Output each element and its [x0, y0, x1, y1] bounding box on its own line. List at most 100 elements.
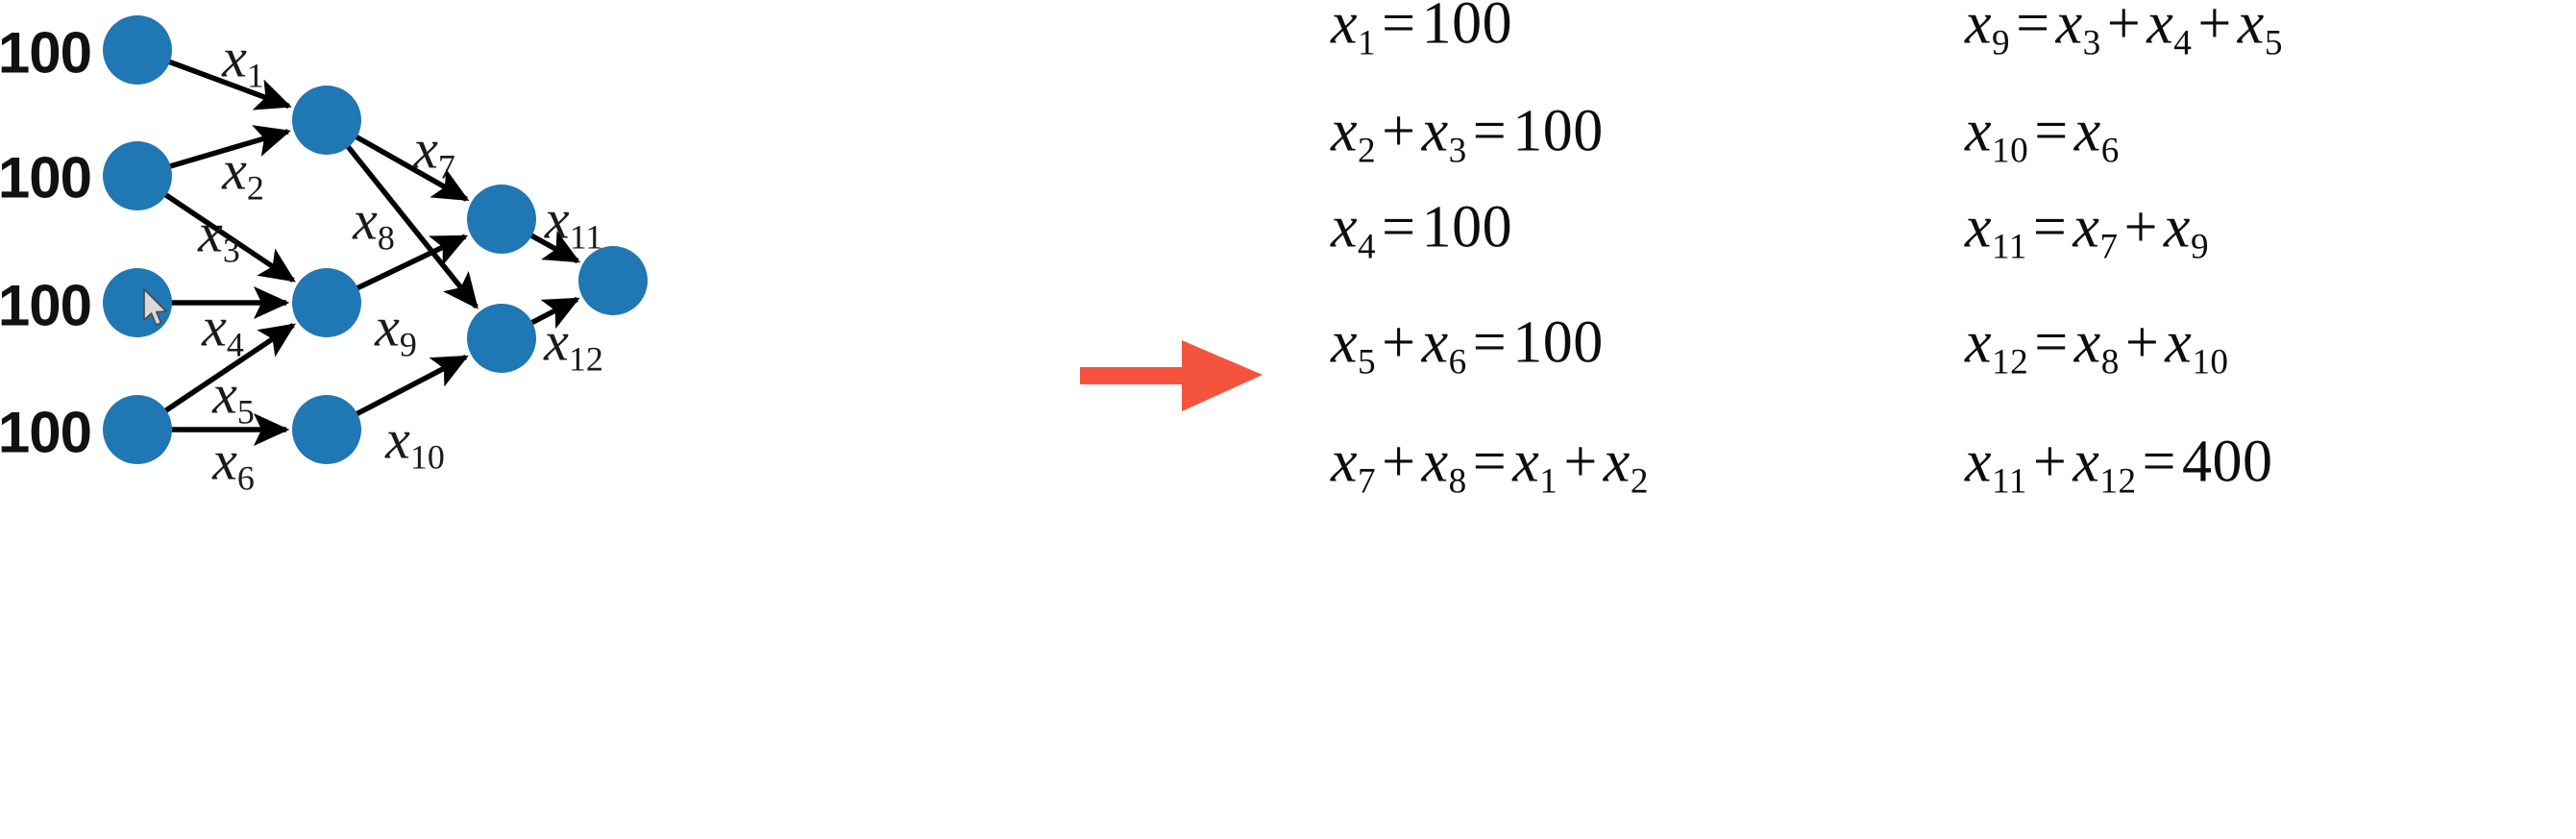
- equation-variable: x3: [1421, 98, 1467, 171]
- equation-variable: x4: [1331, 194, 1377, 267]
- equation-number: 100: [1421, 194, 1513, 260]
- edge-label-x8: x8: [353, 188, 395, 258]
- edge-x11: [527, 231, 581, 264]
- equation-operator: +: [2106, 0, 2142, 57]
- equation-operator: +: [2123, 194, 2158, 260]
- equation-number: 100: [1421, 0, 1513, 57]
- edge-x2: [165, 125, 291, 170]
- equation-variable: x12: [2073, 429, 2137, 502]
- equation-variable: x6: [2073, 98, 2120, 171]
- edge-label-x4: x4: [202, 295, 244, 364]
- graph-node-s1[interactable]: [103, 15, 172, 85]
- equation-variable: x1: [1331, 0, 1377, 63]
- equation-number: 400: [2182, 429, 2273, 495]
- equation-operator: +: [2197, 0, 2232, 57]
- equation-operator: =: [1382, 0, 1416, 57]
- equation-variable: x8: [1421, 429, 1467, 502]
- edge-label-x11: x11: [544, 187, 603, 257]
- equation-operator: +: [2124, 309, 2160, 376]
- equation-operator: +: [2032, 429, 2068, 495]
- edge-label-x6: x6: [212, 429, 255, 498]
- edge-x5: [161, 323, 296, 415]
- equation-operator: =: [1472, 429, 1508, 495]
- edges-layer: [161, 58, 581, 447]
- edge-x7: [352, 133, 470, 202]
- equation-number: 100: [1512, 309, 1604, 376]
- equation-variable: x9: [1965, 0, 2011, 63]
- supply-label-2: 100: [0, 145, 92, 210]
- equation-eq2: x2+x3=100: [1331, 98, 1604, 172]
- equation-eq5: x7+x8=x1+x2: [1331, 429, 1649, 503]
- equation-variable: x1: [1512, 429, 1558, 502]
- equation-operator: +: [1382, 98, 1416, 164]
- equation-operator: +: [1563, 429, 1598, 495]
- edge-label-x12: x12: [544, 309, 603, 379]
- edge-label-x5: x5: [212, 362, 255, 432]
- equation-variable: x7: [2073, 194, 2119, 267]
- equation-variable: x5: [2237, 0, 2283, 63]
- graph-node-m1[interactable]: [292, 86, 361, 155]
- edge-label-x7: x7: [413, 117, 455, 186]
- equation-operator: =: [2016, 0, 2050, 57]
- graph-node-s4[interactable]: [103, 395, 172, 464]
- edge-label-x10: x10: [385, 407, 445, 477]
- equation-operator: +: [1382, 429, 1416, 495]
- equation-variable: x11: [1965, 194, 2027, 267]
- equation-eq1: x1=100: [1331, 0, 1512, 63]
- red-right-arrow-icon: [1080, 340, 1263, 411]
- equation-eq9: x12=x8+x10: [1965, 309, 2229, 383]
- edge-x3: [161, 190, 296, 283]
- equation-variable: x10: [2165, 309, 2229, 382]
- equation-operator: =: [2034, 309, 2069, 376]
- equation-variable: x7: [1331, 429, 1377, 502]
- nodes-layer: [103, 15, 648, 464]
- equation-variable: x8: [2073, 309, 2120, 382]
- equation-variable: x10: [1965, 98, 2029, 171]
- equation-number: 100: [1512, 98, 1604, 164]
- graph-node-m2[interactable]: [292, 268, 361, 337]
- equation-operator: =: [2142, 429, 2176, 495]
- graph-node-t1[interactable]: [578, 246, 648, 315]
- graph-node-m3[interactable]: [292, 395, 361, 464]
- equation-variable: x12: [1965, 309, 2029, 382]
- equation-variable: x9: [2163, 194, 2210, 267]
- equation-operator: =: [1382, 194, 1416, 260]
- edge-x1: [165, 58, 292, 111]
- edge-x10: [353, 354, 469, 418]
- edge-label-x9: x9: [375, 295, 417, 364]
- equation-operator: +: [1382, 309, 1416, 376]
- edge-x9: [353, 234, 469, 292]
- equation-variable: x2: [1603, 429, 1649, 502]
- equation-operator: =: [2032, 194, 2068, 260]
- equation-eq7: x10=x6: [1965, 98, 2120, 172]
- equation-operator: =: [1472, 98, 1508, 164]
- equation-variable: x2: [1331, 98, 1377, 171]
- equation-variable: x3: [2055, 0, 2101, 63]
- equation-eq8: x11=x7+x9: [1965, 194, 2209, 268]
- equation-variable: x5: [1331, 309, 1377, 382]
- supply-label-1: 100: [0, 20, 92, 86]
- equation-eq4: x5+x6=100: [1331, 309, 1604, 383]
- graph-node-s2[interactable]: [103, 141, 172, 210]
- graph-node-h1[interactable]: [467, 185, 536, 254]
- supply-label-3: 100: [0, 273, 92, 338]
- supply-label-4: 100: [0, 400, 92, 465]
- equation-eq3: x4=100: [1331, 194, 1512, 268]
- edge-label-x1: x1: [222, 26, 264, 95]
- diagram-canvas: [103, 15, 648, 464]
- equation-variable: x4: [2147, 0, 2193, 63]
- equation-eq10: x11+x12=400: [1965, 429, 2273, 503]
- equation-operator: =: [2034, 98, 2069, 164]
- equation-eq6: x9=x3+x4+x5: [1965, 0, 2283, 63]
- graph-node-s3[interactable]: [103, 268, 172, 337]
- edge-x12: [527, 296, 580, 330]
- edge-x8: [343, 142, 478, 309]
- edge-label-x2: x2: [222, 138, 264, 208]
- graph-node-h2[interactable]: [467, 304, 536, 373]
- edge-label-x3: x3: [198, 201, 240, 270]
